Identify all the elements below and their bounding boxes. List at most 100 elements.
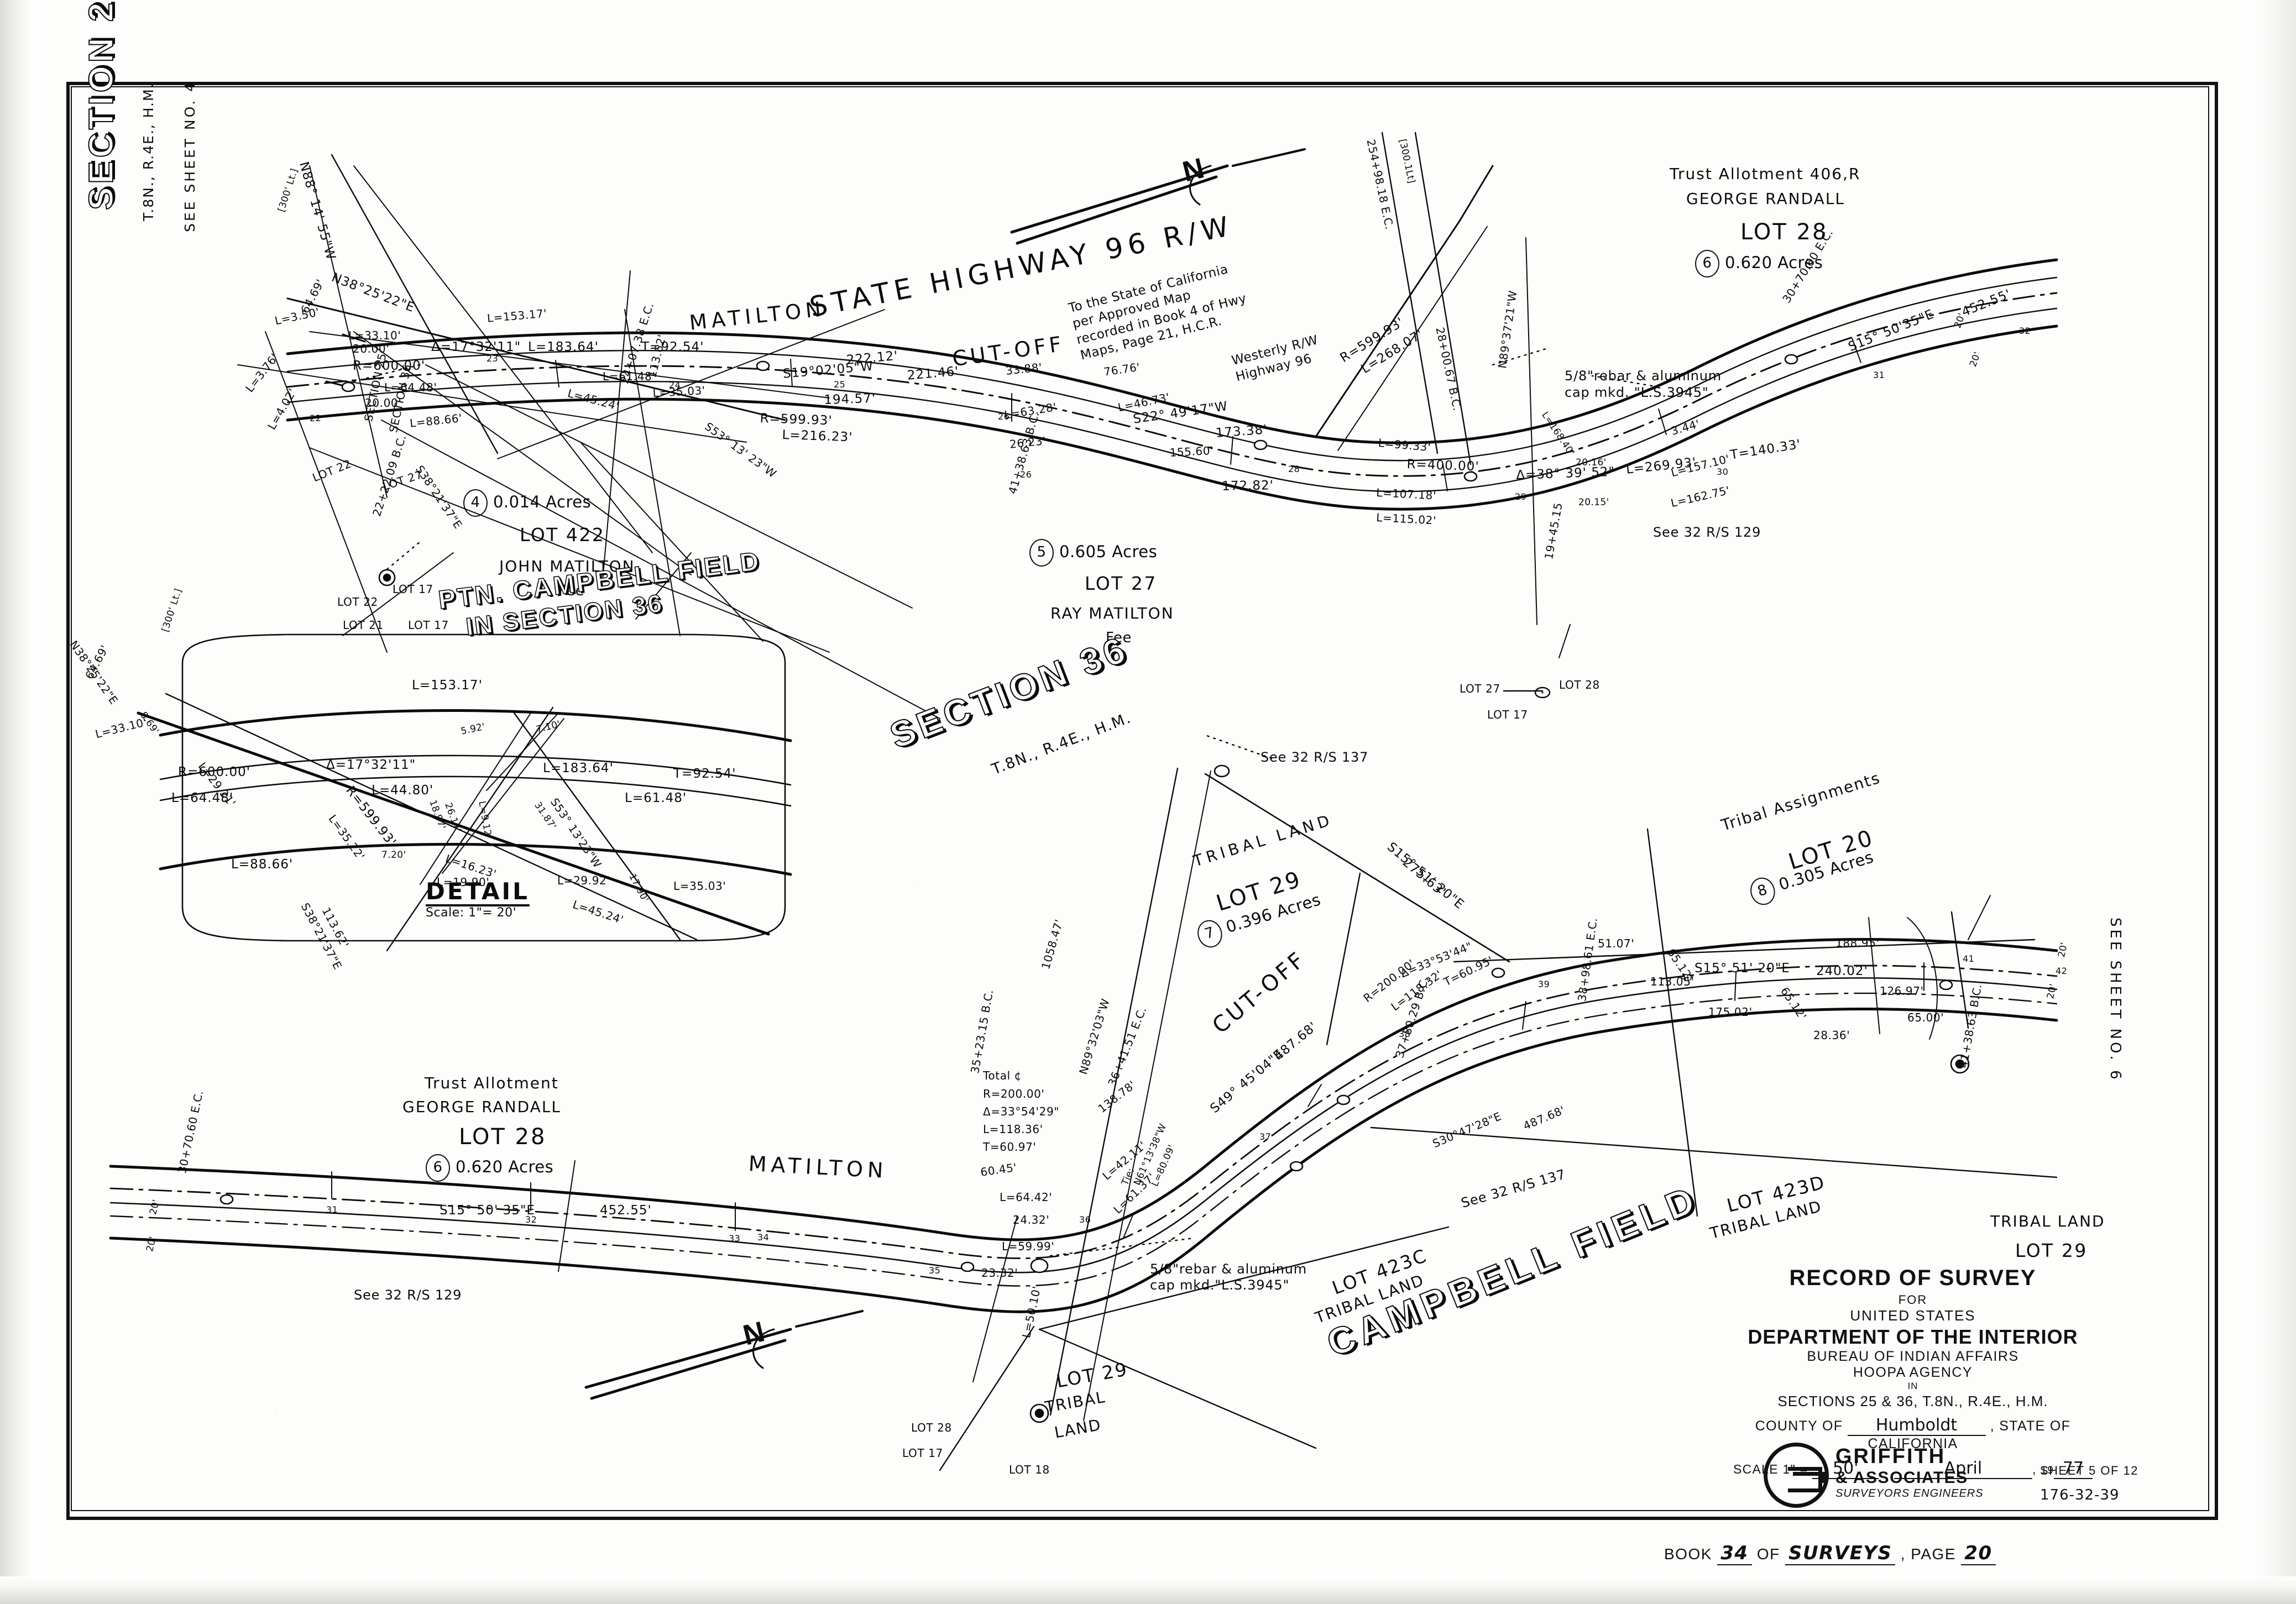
detail-l15317: L=153.17'	[412, 678, 483, 693]
page-label: , PAGE	[1900, 1545, 1956, 1563]
lot-27-label: LOT 27	[1085, 573, 1157, 594]
curve-total-t: T=60.97'	[983, 1140, 1037, 1154]
detail-720: 7.20'	[381, 850, 406, 861]
tick-26: 26	[998, 411, 1010, 422]
scan-edge-bottom	[0, 1576, 2296, 1604]
dim-15560: 155.60'	[1169, 443, 1214, 459]
lot-27-acres-value: 0.605 Acres	[1059, 542, 1158, 561]
dim-2836: 28.36'	[1813, 1029, 1850, 1042]
tick-41-bottom: 41	[1963, 953, 1975, 964]
lot-17-marker-bottom: LOT 17	[902, 1446, 943, 1460]
dim-2000-b: 20.00'	[365, 396, 402, 410]
lot-17-tag: LOT 17	[408, 618, 449, 632]
lot-27-tenure: Fee	[1106, 630, 1132, 646]
detail-t9254: T=92.54'	[673, 767, 736, 781]
curve-delta-1732: Δ=17°32'11"	[431, 340, 521, 354]
north-letter-top: N	[1179, 152, 1207, 188]
north-arrow-top: N	[1179, 152, 1207, 188]
tick-24: 24	[669, 380, 681, 390]
lot-22-tag-2: LOT 22	[337, 595, 378, 609]
lot-27-marker: LOT 27	[1460, 682, 1500, 695]
title-united-states: UNITED STATES	[1850, 1307, 1976, 1324]
curve-total-l: L=118.36'	[983, 1123, 1043, 1136]
of-label: OF	[1756, 1545, 1780, 1563]
dim-l11502: L=115.02'	[1375, 511, 1437, 527]
rebar-note-upper: 5/8"rebar & aluminum cap mkd. "L.S.3945"	[1565, 368, 1722, 400]
curve-l21623: L=216.23'	[782, 428, 853, 445]
lot-18-marker-bottom: LOT 18	[1009, 1463, 1050, 1476]
lot-27-owner: RAY MATILTON	[1050, 604, 1174, 622]
tick-23: 23	[487, 353, 499, 364]
fir m-name: GRIFFITH	[1835, 1445, 1946, 1468]
year-value: 77	[2054, 1459, 2093, 1479]
detail-l2992: L=29.92'	[557, 874, 610, 887]
book-label: BOOK	[1664, 1545, 1712, 1563]
curve-r600: R=600.00'	[353, 359, 426, 373]
tribal-land-lot29-br-owner: TRIBAL LAND	[1990, 1212, 2105, 1230]
dim-l6448: L=64.48'	[384, 381, 437, 394]
scale-value: 50'	[1812, 1459, 1879, 1479]
tick-25: 25	[834, 379, 846, 390]
detail-l18364: L=183.64'	[543, 761, 614, 775]
rebar-note-mid: See 32 R/S 137	[1261, 749, 1369, 765]
dim-12697: 126.97'	[1880, 984, 1924, 998]
scan-edge-left	[0, 0, 33, 1604]
dim-l10718: L=107.18'	[1375, 486, 1437, 502]
tick-31-top: 31	[1873, 370, 1885, 380]
lot-28-bottom-tenure: Trust Allotment	[425, 1074, 559, 1092]
tick-39-bottom: 39	[1538, 979, 1550, 989]
tick-38-bottom: 38	[1399, 1029, 1411, 1039]
lot-28-top-acres-value: 0.620 Acres	[1725, 253, 1823, 272]
tick-34-bottom: 34	[757, 1232, 770, 1243]
tick-31-bottom: 31	[326, 1204, 338, 1215]
lot-422-label: LOT 422	[520, 524, 605, 546]
detail-l6448: L=64.48'	[171, 791, 234, 805]
county-line: COUNTY OF Humboldt , STATE OF CALIFORNIA	[1719, 1416, 2106, 1452]
month-value: April	[1894, 1459, 2032, 1479]
see-sheet-4-note: SEE SHEET NO. 4	[182, 80, 198, 232]
firm-name-2: & ASSOCIATES	[1835, 1469, 1968, 1487]
lot-17-marker: LOT 17	[1487, 708, 1528, 721]
parcel-number-4: 4	[463, 489, 488, 517]
lot-28-bottom-acres-value: 0.620 Acres	[456, 1157, 554, 1176]
parcel-number-6-top: 6	[1695, 250, 1719, 277]
griffith-logo: GRIFFITH & ASSOCIATES SURVEYORS ENGINEER…	[1764, 1443, 2029, 1509]
scan-edge-right	[2246, 0, 2296, 1604]
curve-total-r: R=200.00'	[983, 1087, 1045, 1100]
lot-28-top-tenure: Trust Allotment 406,R	[1670, 165, 1861, 183]
tick-40-bottom: 40	[1681, 972, 1693, 983]
tick-28: 28	[1288, 464, 1300, 474]
county-label: COUNTY OF	[1755, 1418, 1843, 1434]
parcel-number-6-bottom: 6	[426, 1154, 450, 1182]
curve-r59993-upper: R=599.93'	[760, 411, 833, 428]
title-block: RECORD OF SURVEY FOR UNITED STATES DEPAR…	[1719, 1266, 2106, 1479]
surveys-value: SURVEYS	[1785, 1542, 1896, 1565]
curve-t9254: T=92.54'	[641, 340, 704, 354]
logo-g-icon	[1764, 1443, 1829, 1508]
tick-36-bottom: 36	[1079, 1214, 1091, 1225]
page-value: 20	[1961, 1542, 1996, 1565]
county-value: Humboldt	[1847, 1416, 1986, 1436]
tick-32-top: 32	[2019, 326, 2031, 336]
dim-11305: 113.05'	[1650, 975, 1694, 988]
title-department: DEPARTMENT OF THE INTERIOR	[1748, 1325, 2078, 1348]
lot-28-top-owner: GEORGE RANDALL	[1686, 190, 1845, 208]
logo-text: GRIFFITH & ASSOCIATES SURVEYORS ENGINEER…	[1835, 1445, 1984, 1500]
section-25-title: SECTION 25	[82, 0, 121, 211]
dim-2332: L=59.99'	[1002, 1240, 1055, 1253]
lot-422-owner: JOHN MATILTON	[499, 557, 635, 575]
job-number: 176-32-39	[2040, 1487, 2120, 1503]
see-32rs129-note-bottom: See 32 R/S 129	[354, 1287, 462, 1303]
title-sections: SECTIONS 25 & 36, T.8N., R.4E., H.M.	[1777, 1393, 2048, 1409]
dim-45255-bottom: 452.55'	[600, 1203, 652, 1218]
drawing-border	[66, 82, 2218, 1520]
parcel-number-5: 5	[1029, 539, 1054, 567]
lot-422-tenure: Fee	[558, 583, 585, 599]
detail-r60000: R=600.00'	[178, 765, 251, 779]
detail-l1990: L=19.90'	[437, 876, 490, 889]
see-32rs129-note-top: See 32 R/S 129	[1653, 525, 1761, 540]
tick-30: 30	[1717, 466, 1729, 477]
year-prefix: 19	[2041, 1465, 2054, 1476]
detail-scale: Scale: 1"= 20'	[426, 906, 517, 920]
